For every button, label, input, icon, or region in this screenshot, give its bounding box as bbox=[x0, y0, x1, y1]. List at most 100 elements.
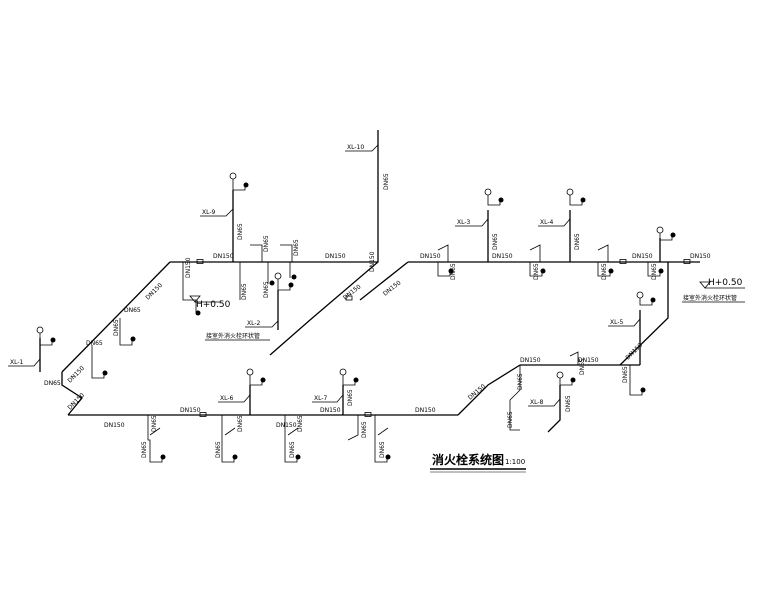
hydrant-valve-icon bbox=[246, 368, 254, 376]
riser-xl-6-leader bbox=[218, 394, 251, 403]
branch-stub bbox=[597, 244, 609, 262]
branch-stub bbox=[629, 365, 643, 396]
pipe-size-label: DN65 bbox=[293, 239, 300, 256]
main-pipe-center-link bbox=[359, 261, 409, 301]
riser-xl-6: XL-6 bbox=[218, 368, 266, 415]
hydrant-valve-icon bbox=[484, 188, 492, 196]
hydrant-head-icon bbox=[353, 377, 359, 383]
branch-stub bbox=[91, 345, 105, 379]
branch-stub bbox=[224, 427, 236, 436]
diagram-title: 消火栓系统图 bbox=[432, 452, 504, 467]
riser-xl-8-leader bbox=[528, 398, 561, 407]
pipe-size-label: DN65 bbox=[379, 441, 386, 458]
pipe-size-label: DN150 bbox=[325, 253, 346, 260]
hydrant-valve-icon bbox=[229, 172, 237, 180]
pipe-size-label: DN150 bbox=[632, 253, 653, 260]
hydrant-branch bbox=[559, 378, 573, 386]
pipe-size-label: DN150 bbox=[320, 407, 341, 414]
pipe-size-label: DN150 bbox=[690, 253, 711, 260]
main-pipe-loop bbox=[61, 250, 700, 416]
elevation-label: H+0.50 bbox=[196, 300, 231, 310]
pipe-size-label: DN65 bbox=[361, 421, 368, 438]
hydrant-valve-icon bbox=[36, 326, 44, 334]
hydrant-head-icon bbox=[570, 377, 576, 383]
pipe-size-label: DN150 bbox=[369, 251, 376, 272]
riser-tag: XL-4 bbox=[540, 219, 554, 226]
hydrant-head-icon bbox=[498, 197, 504, 203]
riser-xl-5: XL-5 bbox=[608, 291, 656, 365]
hydrant-branch bbox=[569, 195, 583, 206]
hydrant-head-icon bbox=[288, 282, 294, 288]
riser-xl-9-leader bbox=[200, 208, 234, 217]
main-pipe-diag-left bbox=[61, 261, 171, 373]
outdoor-notes: 接室外消火栓环状管 接室外消火栓环状管 bbox=[205, 294, 745, 341]
pipe-size-label: DN65 bbox=[601, 263, 608, 280]
pipe-size-label: DN65 bbox=[263, 281, 270, 298]
hydrant-branch bbox=[249, 375, 263, 386]
pipe-size-label: DN150 bbox=[185, 257, 192, 278]
gate-valve-icon bbox=[199, 412, 207, 417]
pipe-size-label: DN65 bbox=[263, 235, 270, 252]
pipe-size-label: DN65 bbox=[565, 395, 572, 412]
riser-xl-1-leader bbox=[8, 358, 41, 367]
riser-tag: XL-8 bbox=[530, 399, 544, 406]
riser-tag: XL-6 bbox=[220, 395, 234, 402]
pipe-size-label: DN150 bbox=[467, 383, 487, 402]
hydrant-branch bbox=[659, 233, 673, 241]
riser-tag: XL-3 bbox=[457, 219, 471, 226]
elevation-triangle-icon bbox=[189, 295, 201, 303]
branch-stub bbox=[377, 427, 389, 436]
pipe-size-label: DN65 bbox=[124, 307, 141, 314]
hydrant-branch bbox=[639, 298, 653, 306]
hydrant-branch bbox=[342, 375, 356, 386]
pipe-size-label: DN150 bbox=[624, 342, 644, 362]
riser-xl-8: XL-8 bbox=[528, 371, 576, 433]
pipe-size-label: DN65 bbox=[507, 411, 514, 428]
hydrant-head-icon bbox=[640, 387, 646, 393]
hydrant-head-icon bbox=[658, 268, 664, 274]
outdoor-connection-note: 接室外消火栓环状管 bbox=[206, 332, 260, 340]
hydrant-head-icon bbox=[232, 454, 238, 460]
pipe-size-label: DN65 bbox=[113, 319, 120, 336]
hydrant-head-icon bbox=[448, 268, 454, 274]
elevation-triangle-icon bbox=[699, 281, 711, 289]
hydrant-head-icon bbox=[130, 336, 136, 342]
pipe-size-label: DN65 bbox=[241, 283, 248, 300]
branch-stub bbox=[374, 415, 388, 463]
branch-stub bbox=[149, 427, 161, 436]
branch-stub bbox=[347, 415, 359, 441]
hydrant-head-icon bbox=[540, 268, 546, 274]
pipe-size-label: DN65 bbox=[86, 340, 103, 347]
main-pipe-center-diag bbox=[269, 250, 379, 356]
pipe-size-label: DN65 bbox=[151, 415, 158, 432]
hydrant-branch bbox=[487, 195, 501, 206]
hydrant-head-icon bbox=[260, 377, 266, 383]
pipe-size-label: DN65 bbox=[450, 263, 457, 280]
branch-stub bbox=[250, 244, 263, 262]
gate-valve-icon bbox=[364, 412, 372, 417]
pipe-size-label: DN65 bbox=[141, 441, 148, 458]
hydrant-head-icon bbox=[160, 454, 166, 460]
riser-xl-4-leader bbox=[538, 218, 571, 227]
pipe-size-label: DN65 bbox=[533, 263, 540, 280]
branch-stub bbox=[569, 351, 579, 365]
gate-valve-icon bbox=[619, 259, 627, 264]
hydrant-head-icon bbox=[580, 197, 586, 203]
hydrant-head-icon bbox=[650, 297, 656, 303]
hydrant-head-icon bbox=[243, 182, 249, 188]
branch-stub bbox=[147, 415, 163, 463]
riser-right-top bbox=[656, 226, 676, 262]
pipe-size-label: DN65 bbox=[237, 415, 244, 432]
hydrant-head-icon bbox=[195, 310, 201, 316]
diagram-scale: 1:100 bbox=[505, 458, 525, 466]
riser-xl-3: XL-3 DN65 bbox=[455, 188, 504, 262]
pipe-valves bbox=[196, 259, 691, 417]
pipe-size-label: DN150 bbox=[492, 253, 513, 260]
riser-xl-4: XL-4 DN65 bbox=[538, 188, 586, 262]
elevation-markers: H+0.50 H+0.50 bbox=[189, 278, 745, 310]
branch-stub bbox=[647, 262, 661, 277]
riser-xl-3-leader bbox=[455, 218, 489, 227]
pipe-size-label: DN150 bbox=[276, 422, 297, 429]
pipe-size-label: DN65 bbox=[517, 373, 524, 390]
